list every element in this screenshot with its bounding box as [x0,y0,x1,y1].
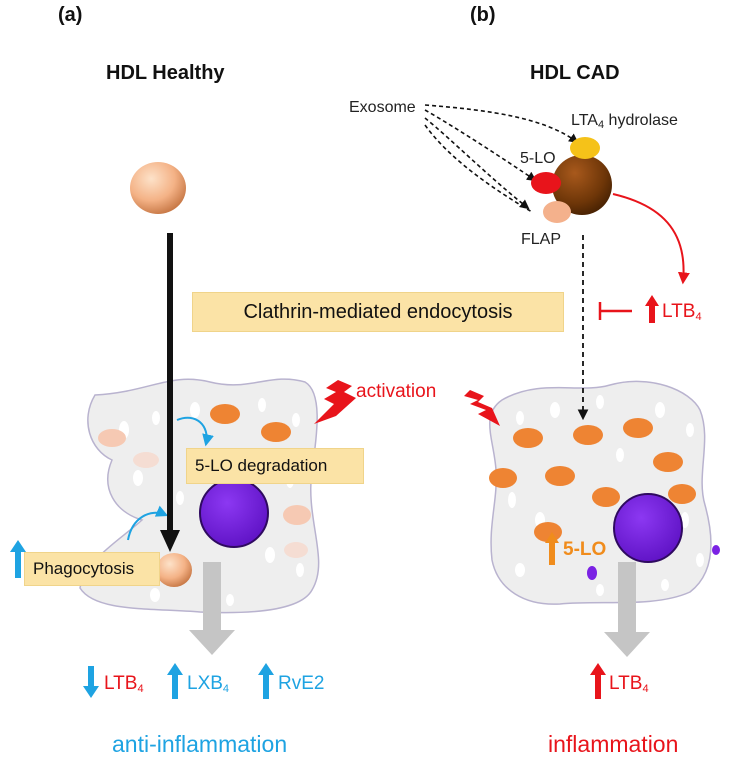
up-arrow-icon [590,663,606,699]
granule [261,422,291,442]
granule [98,429,126,447]
up-arrow-icon [645,295,659,323]
activation-label: activation [356,381,437,402]
granule [133,452,159,468]
degradation-box: 5-LO degradation [186,448,364,484]
granule [513,428,543,448]
granule [668,484,696,504]
granule [592,487,620,507]
granule [545,466,575,486]
mediator-ltb4-b: LTB4 [609,673,649,695]
internalized-hdl [156,553,192,587]
nucleus-b [613,493,683,563]
exosome-label: Exosome [349,99,416,116]
5lo-label: 5-LO [520,150,556,167]
up-arrow-icon [545,532,559,565]
inhibited-ltb4-label: LTB4 [662,301,702,323]
mediator-ltb4-a: LTB4 [104,673,144,695]
panel-label-b: (b) [470,4,496,26]
panel-title-b: HDL CAD [530,62,620,84]
up-arrow-icon [167,663,183,699]
phagocytosis-arrow [127,505,169,541]
exosome-arrow [424,124,533,213]
granule [284,542,308,558]
5lo-blob [531,172,561,194]
inhibit-icon [598,302,632,320]
ltb4-release-arrow [612,193,690,285]
lta4-hydrolase-label: LTA4 hydrolase [571,112,678,131]
flap-blob [543,201,571,223]
outcome-b: inflammation [548,731,679,757]
purple-spot [587,566,597,580]
purple-spot [712,545,720,555]
lightning-bolt-icon [314,380,356,424]
panel-label-a: (a) [58,4,83,26]
vacuoles-a [119,398,304,606]
down-arrow-icon [83,666,99,698]
degradation-arrow [176,416,214,447]
outcome-a: anti-inflammation [112,731,288,757]
output-arrow-b [604,562,650,657]
mediator-lxb4-a: LXB4 [187,673,230,695]
up-arrow-icon [10,540,26,578]
exosome-arrow [424,117,530,210]
nucleus-a [199,478,269,548]
mediator-rve2-a: RvE2 [278,673,325,694]
granule [283,505,311,525]
up-arrow-icon [258,663,274,699]
hdl-particle-b [552,155,612,215]
phagocytosis-box: Phagocytosis [24,552,160,586]
exosome-arrow [424,109,537,182]
granule [653,452,683,472]
granule [573,425,603,445]
lightning-bolt-icon [464,390,500,426]
exosome-arrow [424,104,579,144]
endocytosis-box: Clathrin-mediated endocytosis [192,292,564,332]
5lo-up-label: 5-LO [563,539,607,560]
flap-label: FLAP [521,231,562,248]
granule [623,418,653,438]
panel-title-a: HDL Healthy [106,62,225,84]
granule [489,468,517,488]
hdl-particle-a [130,162,186,214]
output-arrow-a [189,562,235,655]
lta4-hydrolase-blob [570,137,600,159]
granule [210,404,240,424]
